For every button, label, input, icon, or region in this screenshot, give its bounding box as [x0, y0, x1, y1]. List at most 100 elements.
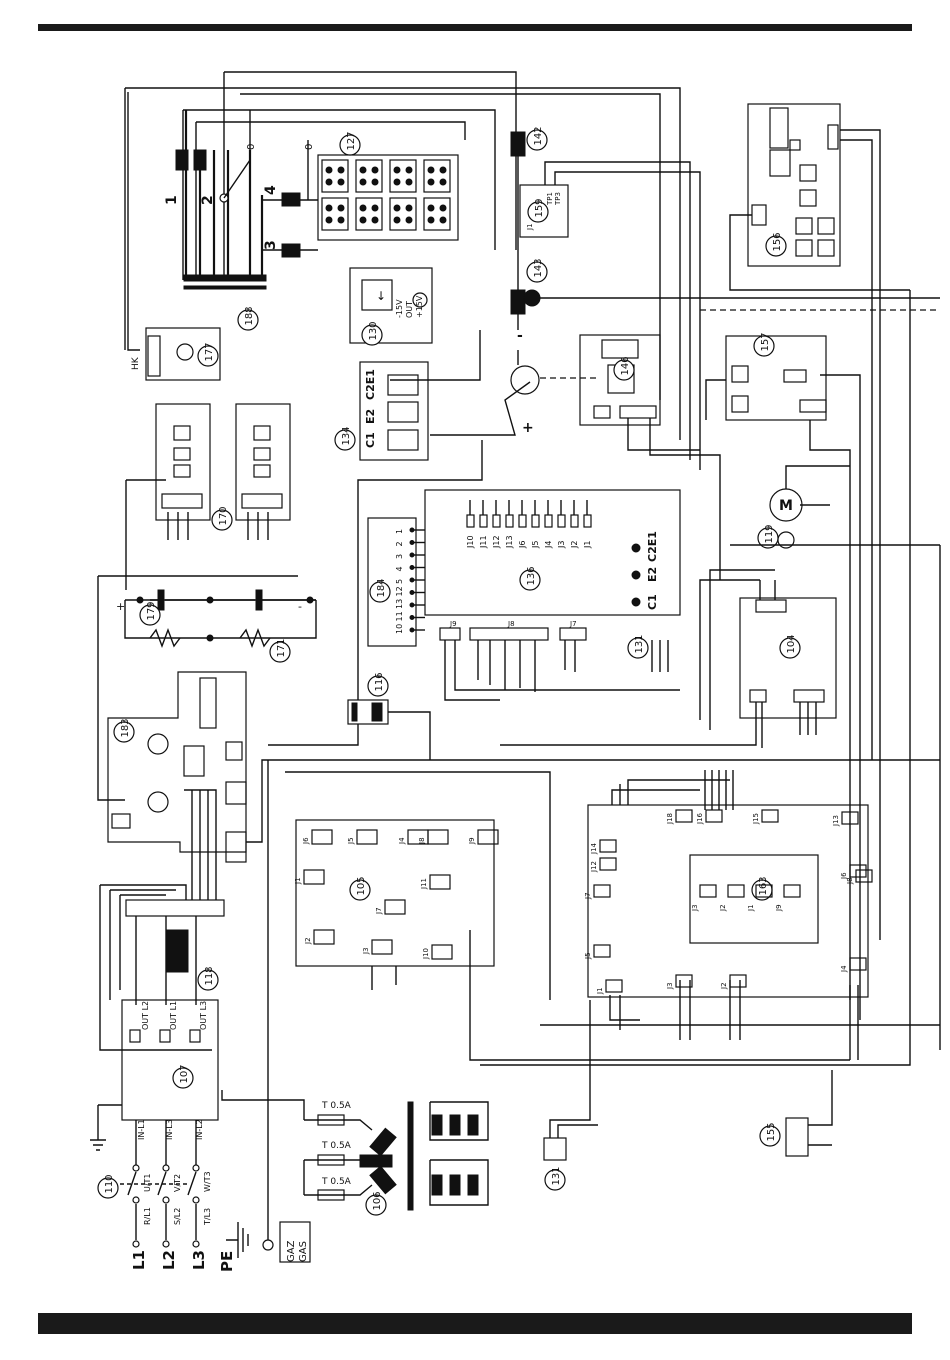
connector-136 — [518, 514, 527, 528]
connector-main — [849, 864, 867, 878]
label-184: 184 — [376, 578, 387, 597]
label-159: 159 — [534, 198, 545, 217]
pin-184: 13 — [395, 599, 404, 609]
sensor-arrow: ↓ — [376, 289, 386, 303]
pin-184: 12 — [395, 586, 404, 596]
connector-136-label: J13 — [505, 535, 514, 549]
connector-105-label: J3 — [362, 947, 370, 955]
top-border-bar — [38, 24, 912, 31]
connector-105 — [311, 829, 333, 845]
igbt-cell — [423, 197, 451, 231]
connector-136-label: J11 — [479, 535, 488, 549]
connector-main-label: J16 — [696, 812, 704, 825]
connector-136 — [479, 514, 488, 528]
label-r-l1: R/L1 — [143, 1207, 152, 1225]
board-184 — [367, 517, 417, 647]
board-104 — [739, 597, 837, 719]
igbt-cell — [389, 197, 417, 231]
power-section: 1 2 4 3 0 0 127 ↓ -15V OUT +15V 130 — [124, 71, 940, 470]
badge-155 — [759, 1125, 781, 1147]
label-out-l2: OUT L2 — [141, 1001, 150, 1030]
ferrite-143 — [510, 289, 526, 315]
pin-184-dot — [409, 602, 415, 608]
badge-177 — [197, 345, 219, 367]
capacitor-179 — [255, 589, 263, 611]
phase-l3: L3 — [190, 1250, 208, 1270]
igbt-cell — [389, 159, 417, 193]
connector-105-label: J4 — [398, 837, 406, 845]
connector-136-label: J2 — [570, 541, 579, 549]
pin-184: 4 — [395, 566, 404, 571]
label-hk: HK — [131, 356, 141, 370]
cap-plus: + — [116, 600, 125, 613]
label-106: 106 — [372, 1191, 383, 1210]
label-v-t2: V/T2 — [173, 1174, 182, 1192]
pin-184-dot — [409, 590, 415, 595]
pin-184-dot — [409, 577, 415, 583]
connector-main-label: J2 — [720, 982, 728, 990]
output-plus-sign: + — [522, 420, 534, 436]
pe-ground-symbol — [226, 1222, 249, 1258]
phase-l2: L2 — [160, 1250, 178, 1270]
igbt-cell — [355, 159, 383, 193]
connector-main-label: J15 — [752, 813, 760, 825]
board-156 — [747, 103, 841, 267]
fuses-106 — [317, 1114, 345, 1201]
badge-157 — [753, 335, 775, 357]
label-134: 134 — [341, 426, 352, 445]
label-in-l2: IN-L2 — [195, 1119, 204, 1140]
cap-minus: - — [298, 600, 302, 613]
pin-184: 3 — [395, 554, 404, 559]
connector-105-label: J5 — [347, 837, 355, 845]
capacitor-179 — [157, 589, 165, 611]
label-177: 177 — [204, 342, 215, 361]
choke-4 — [281, 192, 301, 207]
pin-184-dot — [409, 627, 415, 633]
label-170: 170 — [218, 506, 229, 525]
badge-179 — [139, 604, 161, 626]
connector-105 — [427, 829, 449, 845]
badge-131-b — [544, 1169, 566, 1191]
board-157 — [725, 335, 827, 421]
contactor-118-coil — [165, 929, 189, 973]
label-136-c1: C1 — [646, 594, 659, 610]
badge-127 — [339, 134, 361, 156]
connector-105 — [313, 929, 335, 945]
badge-118 — [197, 969, 219, 991]
connector-105-label: J8 — [418, 837, 426, 845]
pin-184-dot — [409, 540, 415, 545]
connector-136-label: J10 — [466, 535, 475, 549]
connector-105-label: J11 — [420, 878, 428, 890]
connector-main — [855, 869, 873, 883]
label-116: 116 — [374, 672, 385, 691]
pin-184-dot — [409, 527, 415, 533]
connector-main-label: J5 — [584, 952, 592, 960]
connector-main — [599, 857, 617, 871]
badge-106 — [365, 1194, 387, 1216]
badge-146 — [613, 359, 635, 381]
label-156: 156 — [772, 232, 783, 251]
igbt-cell — [355, 197, 383, 231]
phase-pe: PE — [218, 1251, 236, 1272]
pin-184: 2 — [395, 541, 404, 546]
label-179: 179 — [146, 601, 157, 620]
connector-main — [675, 974, 693, 988]
connector-main-label: J4 — [840, 965, 848, 973]
pin-184-dot — [409, 552, 415, 558]
tap-label-0a: 0 — [246, 144, 257, 150]
connector-163-label: J9 — [775, 904, 783, 912]
label-15v-minus: -15V — [395, 299, 404, 318]
label-142: 142 — [533, 126, 544, 145]
ferrite-choke — [175, 149, 207, 171]
badge-143 — [526, 261, 548, 283]
label-159-tp1: TP1 — [546, 192, 554, 206]
badge-171 — [269, 641, 291, 663]
resistor-171 — [149, 628, 181, 648]
gas-valve-terminal — [262, 1239, 274, 1251]
badge-183 — [113, 721, 135, 743]
board-183 — [107, 671, 247, 900]
transformer-core-bar — [183, 274, 267, 282]
pin-184-dot — [409, 565, 415, 570]
connector-136 — [531, 514, 540, 528]
